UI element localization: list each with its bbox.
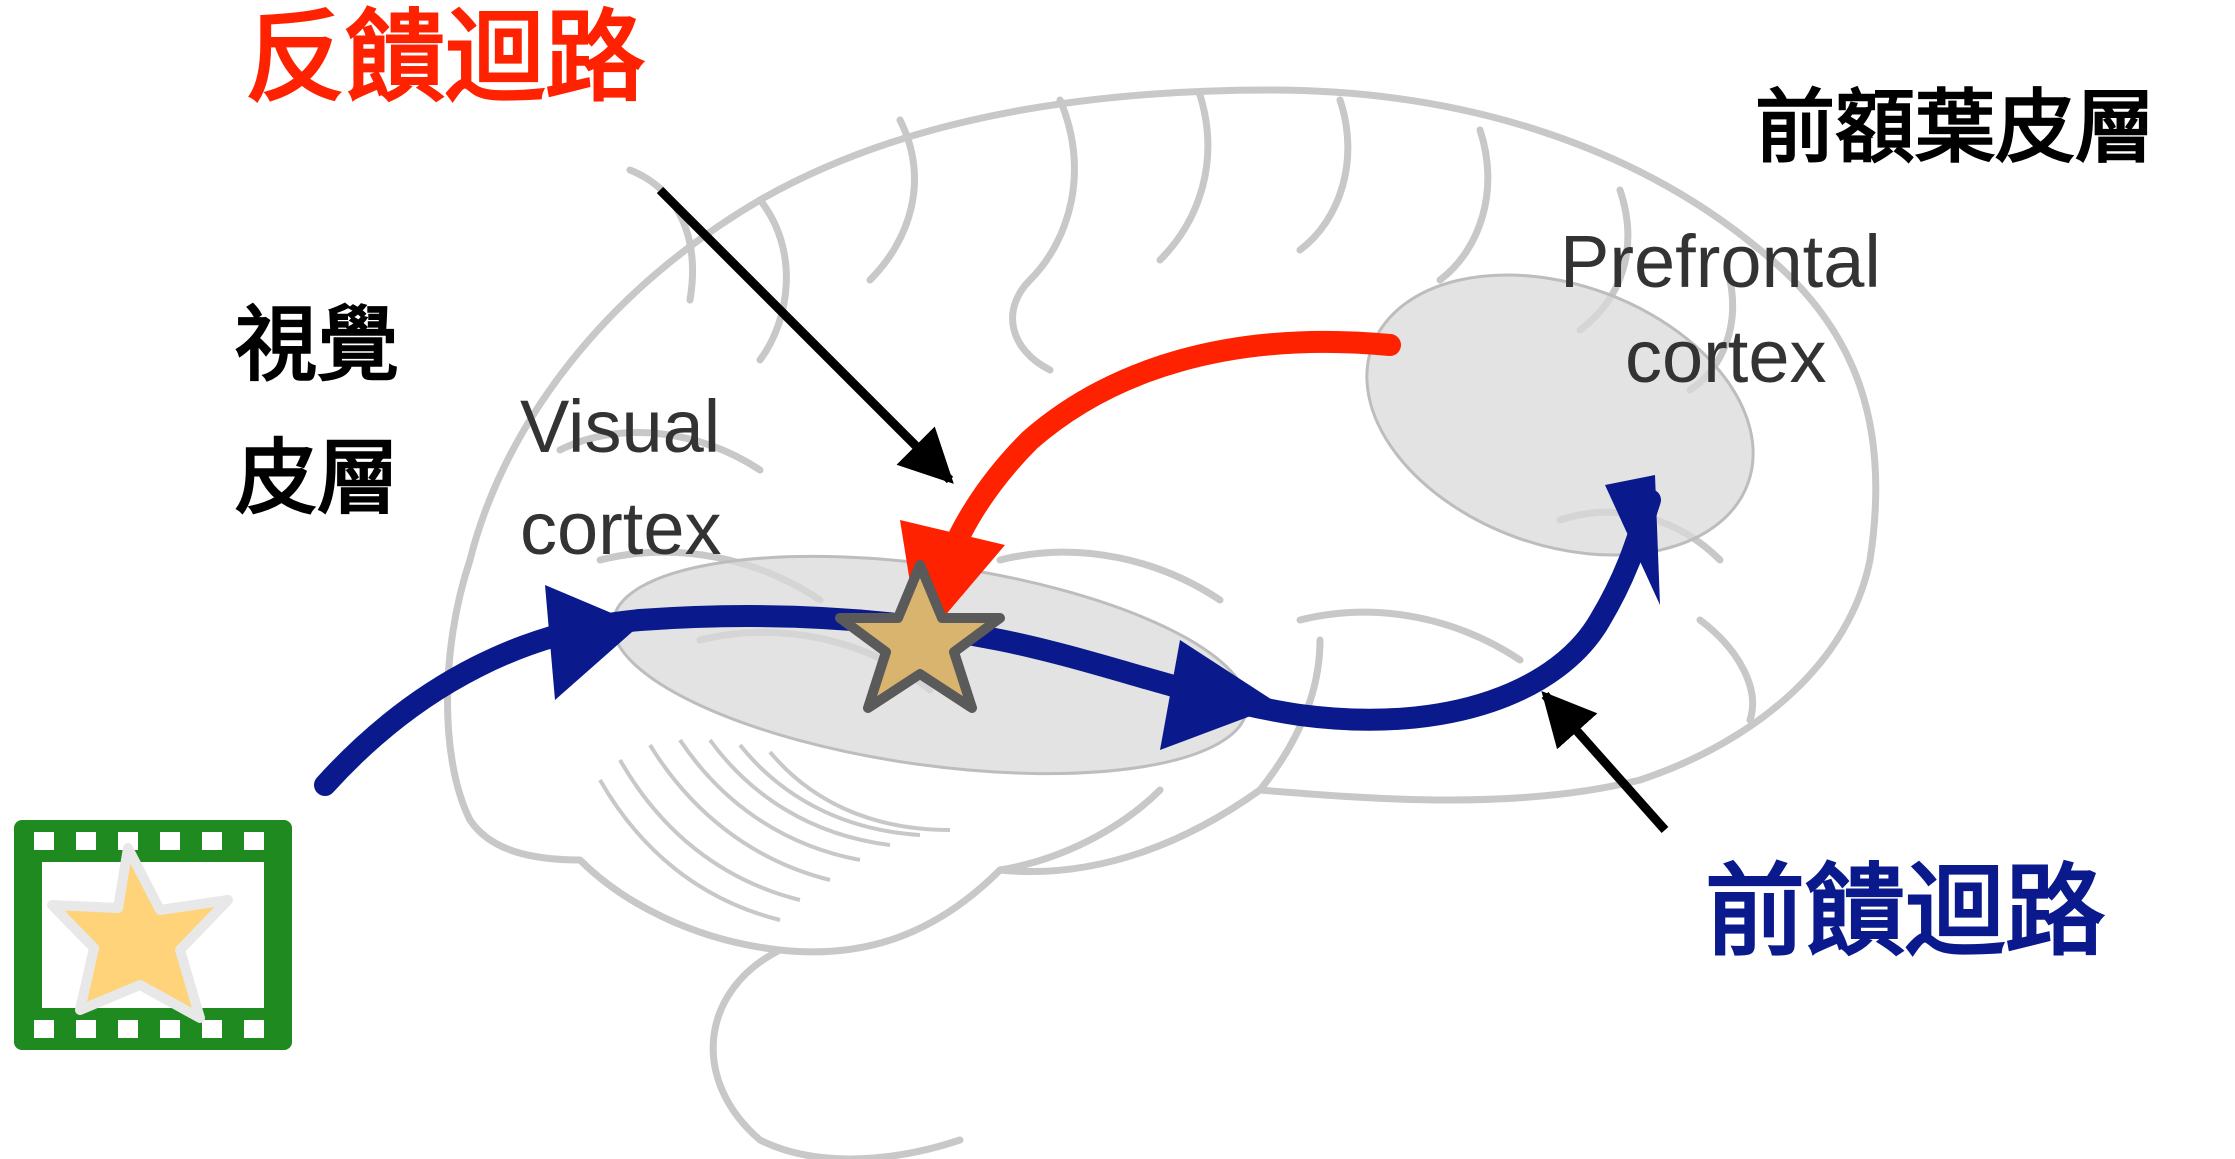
visual-cortex-zh-label-line2: 皮層 <box>235 438 399 520</box>
feedback-loop-label: 反饋迴路 <box>245 8 645 108</box>
film-strip-star-icon <box>14 820 292 1050</box>
visual-cortex-zh-label-line1: 視覺 <box>235 305 399 387</box>
prefrontal-cortex-en-label-line1: Prefrontal <box>1560 225 1881 299</box>
prefrontal-cortex-zh-label: 前額葉皮層 <box>1755 88 2155 168</box>
feedforward-loop-label: 前饋迴路 <box>1705 862 2105 962</box>
cerebellum-icon <box>600 740 950 920</box>
visual-cortex-en-label-line2: cortex <box>520 492 722 566</box>
prefrontal-cortex-en-label-line2: cortex <box>1625 320 1827 394</box>
feedforward-pointer-arrow <box>1545 695 1665 830</box>
visual-cortex-en-label-line1: Visual <box>520 390 720 464</box>
